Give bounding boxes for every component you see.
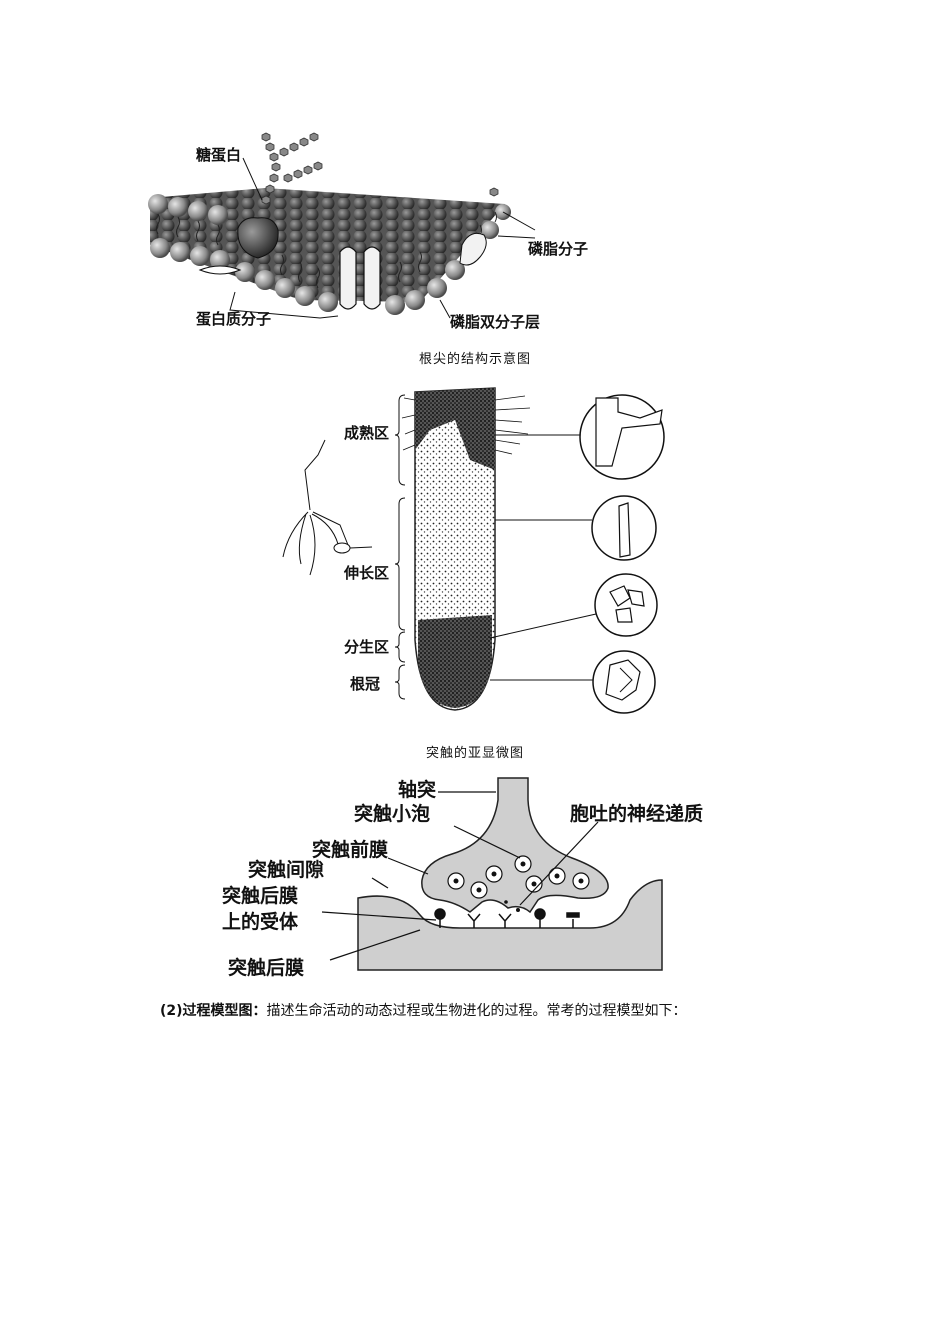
bilayer-upper-heads [148, 194, 511, 315]
protein-molecule-small [198, 265, 242, 275]
receptors [434, 908, 580, 928]
paragraph-text: 描述生命活动的动态过程或生物进化的过程。常考的过程模型如下： [266, 1003, 687, 1019]
cell-circle-elongation [591, 495, 657, 561]
label-elongation-zone: 伸长区 [343, 564, 389, 582]
label-phospholipid: 磷脂分子 [528, 240, 588, 258]
cell-circle-rootcap [592, 650, 656, 714]
label-protein: 蛋白质分子 [196, 310, 271, 328]
glycoprotein-chain [261, 132, 499, 205]
whole-plant-sketch [282, 439, 373, 576]
label-maturation-zone: 成熟区 [344, 424, 389, 442]
label-released-neurotransmitter: 胞吐的神经递质 [570, 802, 703, 825]
cell-circle-meristem [594, 573, 658, 637]
label-synaptic-cleft: 突触间隙 [248, 858, 324, 881]
cell-membrane-diagram: 糖蛋白 磷脂分子 蛋白质分子 磷脂双分子层 [148, 132, 588, 331]
zone-brackets [394, 394, 406, 700]
root-maturation-dark [415, 388, 495, 470]
synapse-caption: 突触的亚显微图 [425, 746, 524, 761]
label-receptor-line1: 突触后膜 [222, 884, 298, 907]
protein-molecule-large [237, 217, 279, 259]
cell-circle-maturation [579, 394, 665, 480]
label-bilayer: 磷脂双分子层 [450, 313, 540, 331]
label-glycoprotein: 糖蛋白 [196, 146, 241, 164]
root-caption: 根尖的结构示意图 [418, 352, 531, 367]
axon-terminal [421, 777, 609, 914]
protein-molecule-channel [339, 246, 381, 310]
label-synaptic-vesicle: 突触小泡 [354, 802, 430, 825]
root-hairs [401, 395, 531, 455]
postsynaptic-membrane [357, 879, 663, 971]
label-presynaptic-membrane: 突触前膜 [312, 838, 388, 861]
root-meristem-dark [418, 615, 492, 708]
paragraph-lead: (2)过程模型图： [160, 1003, 267, 1019]
process-model-paragraph: (2)过程模型图：描述生命活动的动态过程或生物进化的过程。常考的过程模型如下： [160, 1000, 687, 1020]
label-receptor-line2: 上的受体 [222, 910, 299, 933]
protein-molecule-right [459, 232, 487, 266]
label-postsynaptic-membrane: 突触后膜 [228, 956, 304, 979]
synapse-diagram: 轴突 突触小泡 胞吐的神经递质 突触前膜 突触间隙 突触后膜 上的受体 突触后膜 [222, 777, 703, 979]
label-root-cap: 根冠 [350, 675, 380, 693]
root-tip-diagram: 成熟区 伸长区 分生区 根冠 [282, 387, 665, 714]
label-axon: 轴突 [398, 778, 436, 801]
label-meristem-zone: 分生区 [344, 638, 389, 656]
